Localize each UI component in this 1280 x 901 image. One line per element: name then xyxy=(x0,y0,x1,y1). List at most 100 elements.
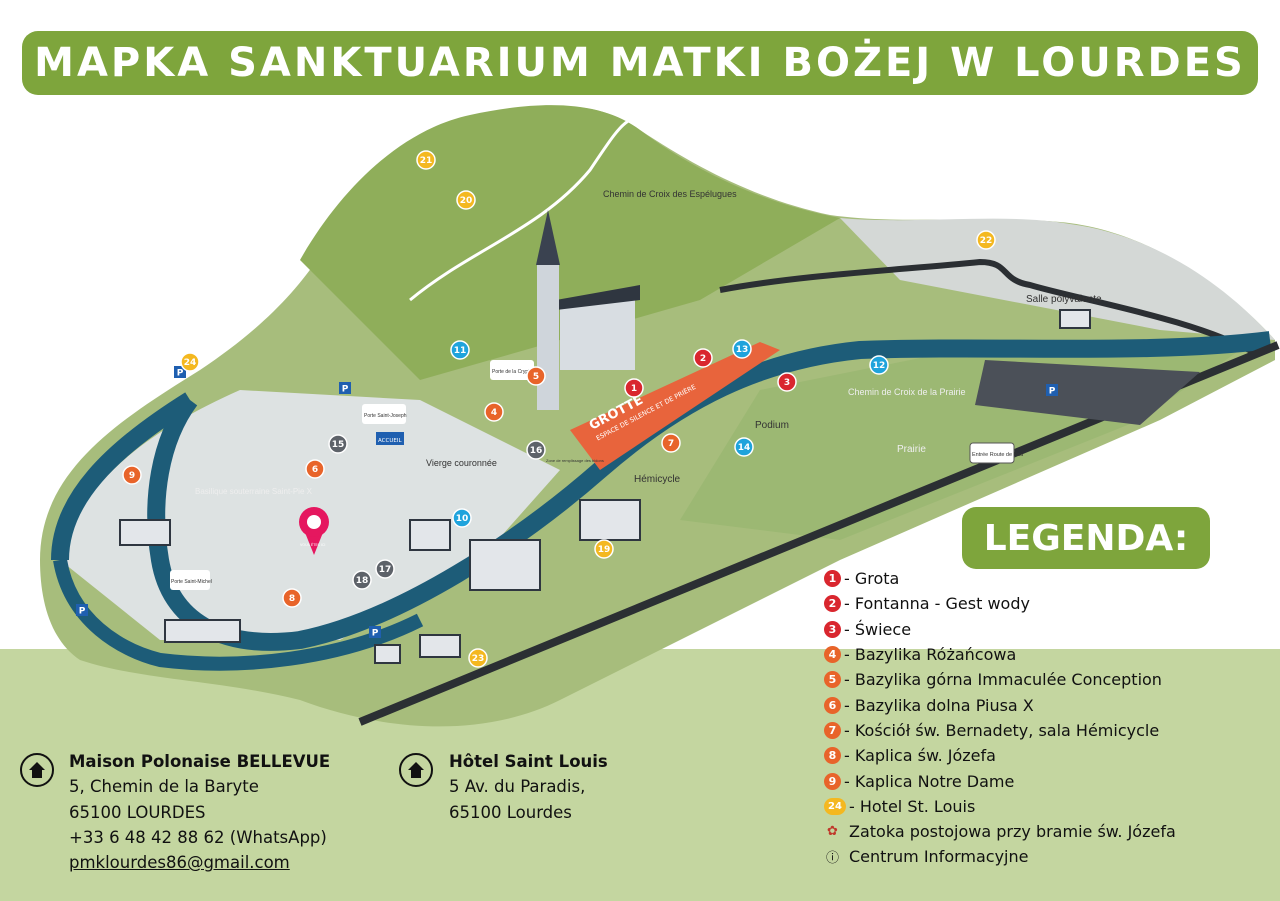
marker-number: 4 xyxy=(491,408,497,418)
map-marker-7[interactable]: 7 xyxy=(661,433,681,453)
map-marker-19[interactable]: 19 xyxy=(594,539,614,559)
legend-item: 7- Kościół św. Bernadety, sala Hémicycle xyxy=(824,718,1176,743)
marker-circle xyxy=(661,433,681,453)
legend-label: - Kościół św. Bernadety, sala Hémicycle xyxy=(844,720,1160,740)
legend-number-badge: 1 xyxy=(824,570,841,588)
parking-lot xyxy=(975,360,1200,425)
map-marker-14[interactable]: 14 xyxy=(734,437,754,457)
legend-label: - Bazylika Różańcowa xyxy=(844,645,1017,665)
label-zone: Zone de remplissage des bidons xyxy=(546,458,604,463)
legend-number-badge: 8 xyxy=(824,747,841,765)
marker-number: 5 xyxy=(533,372,539,382)
info-icon: ⓘ xyxy=(825,851,839,867)
parking-label: P xyxy=(372,629,379,639)
map-marker-18[interactable]: 18 xyxy=(352,570,372,590)
marker-circle xyxy=(180,352,200,372)
marker-circle xyxy=(624,378,644,398)
legend-label: - Świece xyxy=(844,619,912,639)
email-link[interactable]: pmklourdes86@gmail.com xyxy=(69,853,290,873)
marker-circle xyxy=(450,340,470,360)
map-marker-13[interactable]: 13 xyxy=(732,339,752,359)
marker-number: 1 xyxy=(631,384,637,394)
parking-label: P xyxy=(342,385,349,395)
label-you-are-here: VOUS ÊTES ICI xyxy=(300,542,325,547)
marker-circle xyxy=(468,648,488,668)
marker-circle xyxy=(122,465,142,485)
legend-label: - Grota xyxy=(844,569,900,589)
marker-number: 19 xyxy=(598,545,611,555)
marker-number: 21 xyxy=(420,156,433,166)
title-bar: MAPKA SANKTUARIUM MATKI BOŻEJ W LOURDES xyxy=(22,31,1258,95)
map-marker-5[interactable]: 5 xyxy=(526,366,546,386)
marker-circle xyxy=(305,459,325,479)
parking-label: P xyxy=(79,607,86,617)
legend-label: - Kaplica Notre Dame xyxy=(844,771,1015,791)
marker-number: 2 xyxy=(700,354,706,364)
legend-label: - Fontanna - Gest wody xyxy=(844,594,1030,614)
house-icon xyxy=(399,753,433,787)
river xyxy=(51,331,1272,651)
label-porte-joseph: Porte Saint-Joseph xyxy=(364,413,407,419)
marker-circle xyxy=(375,559,395,579)
marker-circle xyxy=(777,372,797,392)
address-line: 5 Av. du Paradis, xyxy=(449,777,586,797)
marker-number: 3 xyxy=(784,378,790,388)
marker-circle xyxy=(352,570,372,590)
map-marker-9[interactable]: 9 xyxy=(122,465,142,485)
map-marker-3[interactable]: 3 xyxy=(777,372,797,392)
marker-circle xyxy=(526,440,546,460)
map-marker-2[interactable]: 2 xyxy=(693,348,713,368)
map-marker-22[interactable]: 22 xyxy=(976,230,996,250)
map-marker-12[interactable]: 12 xyxy=(869,355,889,375)
map-marker-4[interactable]: 4 xyxy=(484,402,504,422)
marker-circle xyxy=(594,539,614,559)
legend-heading-box: LEGENDA: xyxy=(962,507,1210,569)
marker-number: 16 xyxy=(530,446,543,456)
legend-item: 9- Kaplica Notre Dame xyxy=(824,768,1176,793)
parking-icon xyxy=(369,626,381,638)
map-marker-17[interactable]: 17 xyxy=(375,559,395,579)
marker-circle xyxy=(869,355,889,375)
map-marker-21[interactable]: 21 xyxy=(416,150,436,170)
marker-circle xyxy=(328,434,348,454)
parking-label: P xyxy=(1049,387,1056,397)
porte-michel-sign xyxy=(170,570,210,590)
marker-circle xyxy=(732,339,752,359)
marker-number: 8 xyxy=(289,594,295,604)
accueil-badge[interactable] xyxy=(376,432,404,445)
you-are-here-pin: VOUS ÊTES ICI xyxy=(299,507,329,555)
legend-item: 8- Kaplica św. Józefa xyxy=(824,743,1176,768)
address-line: 5, Chemin de la Baryte xyxy=(69,777,259,797)
bus-stop-icon: ✿ xyxy=(827,824,838,840)
marker-number: 20 xyxy=(460,196,473,206)
legend-item: 2- Fontanna - Gest wody xyxy=(824,591,1176,616)
map-marker-6[interactable]: 6 xyxy=(305,459,325,479)
label-porte-crypte: Porte de la Crypte xyxy=(492,369,533,375)
map-marker-20[interactable]: 20 xyxy=(456,190,476,210)
map-marker-11[interactable]: 11 xyxy=(450,340,470,360)
map-marker-10[interactable]: 10 xyxy=(452,508,472,528)
map-marker-23[interactable]: 23 xyxy=(468,648,488,668)
label-salle-polyvalente: Salle polyvalente xyxy=(1026,294,1102,305)
map-marker-1[interactable]: 1 xyxy=(624,378,644,398)
parking-icon xyxy=(1046,384,1058,396)
map-marker-15[interactable]: 15 xyxy=(328,434,348,454)
porte-joseph-sign xyxy=(362,404,406,424)
map-marker-16[interactable]: 16 xyxy=(526,440,546,460)
map-marker-8[interactable]: 8 xyxy=(282,588,302,608)
legend-label: Zatoka postojowa przy bramie św. Józefa xyxy=(849,822,1176,842)
hill-road xyxy=(719,258,1260,358)
legend-item: 4- Bazylika Różańcowa xyxy=(824,642,1176,667)
marker-circle xyxy=(416,150,436,170)
marker-number: 10 xyxy=(456,514,469,524)
marker-number: 13 xyxy=(736,345,749,355)
label-porte-michel: Porte Saint-Michel xyxy=(171,579,212,585)
legend-label: - Hotel St. Louis xyxy=(849,796,976,816)
address-name: Maison Polonaise BELLEVUE xyxy=(69,752,331,771)
map-marker-24[interactable]: 24 xyxy=(180,352,200,372)
marker-circle xyxy=(693,348,713,368)
parking-icon xyxy=(174,366,186,378)
marker-number: 23 xyxy=(472,654,485,664)
